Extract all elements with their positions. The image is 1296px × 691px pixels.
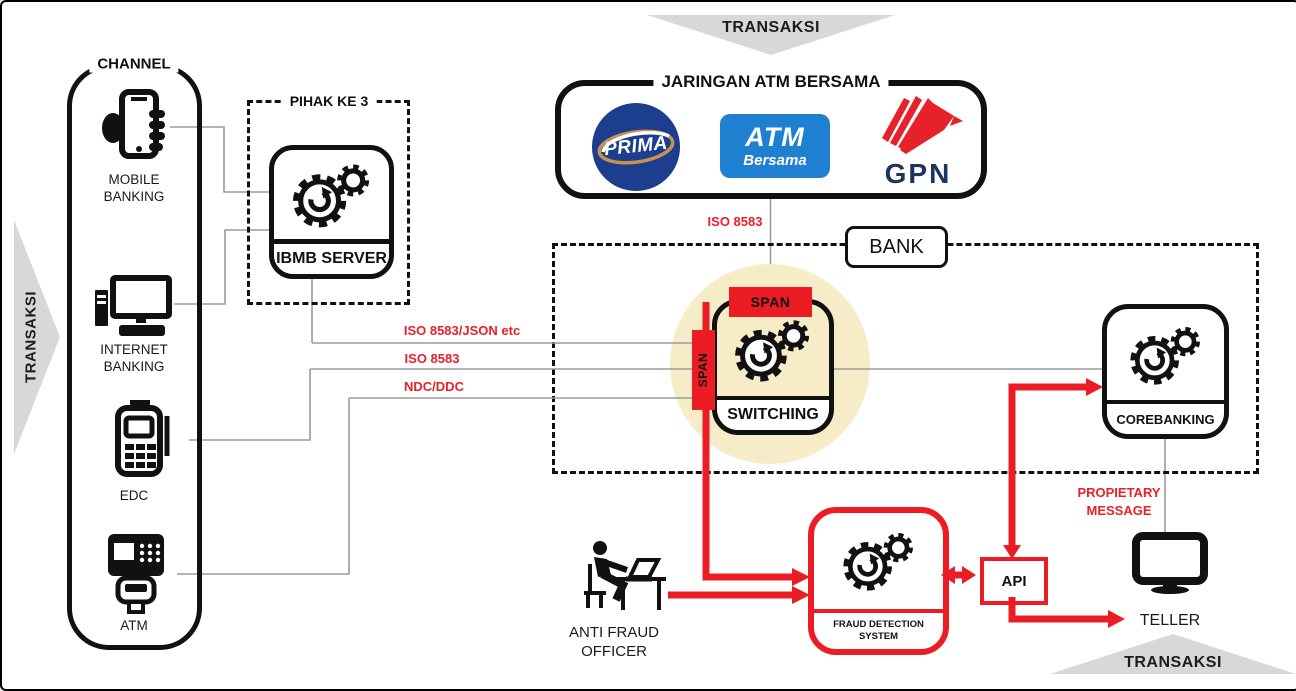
fds-label: FRAUD DETECTION SYSTEM <box>814 609 943 649</box>
span-top-label: SPAN <box>750 294 791 310</box>
line-atm-up <box>177 398 350 575</box>
atm-network-title: JARINGAN ATM BERSAMA <box>653 72 889 92</box>
atm-icon <box>108 534 164 614</box>
bank-title: BANK <box>845 226 948 268</box>
fds-gear-area <box>814 513 943 609</box>
iso8583-top-label: ISO 8583 <box>707 214 763 229</box>
atm-label: ATM <box>120 618 148 633</box>
edc-icon <box>115 400 170 477</box>
arrowhead-into-api-left <box>962 566 976 584</box>
gears-icon <box>1126 323 1206 387</box>
fds-box: FRAUD DETECTION SYSTEM <box>808 507 949 655</box>
atm-bersama-logo: ATM Bersama <box>720 114 830 178</box>
corebanking-label: COREBANKING <box>1107 400 1224 434</box>
ibmb-gear-area <box>274 150 389 239</box>
mobile-banking-label: MOBILE BANKING <box>103 172 165 204</box>
prima-logo: PRIMA <box>591 102 681 192</box>
ibmb-server-label: IBMB SERVER <box>274 239 389 274</box>
gpn-logo: GPN <box>870 94 966 190</box>
transaksi-arrow-left: TRANSAKSI <box>14 220 60 454</box>
switching-label: SWITCHING <box>717 396 829 430</box>
atm-bersama-text-top: ATM <box>745 122 805 152</box>
prima-logo-mark <box>592 103 680 191</box>
teller-label: TELLER <box>1139 612 1201 629</box>
switching-box: SWITCHING <box>712 299 834 435</box>
iso8583-mid-label: ISO 8583 <box>404 351 460 366</box>
transaksi-arrow-top: TRANSAKSI <box>647 15 895 55</box>
transaksi-bottom-label: TRANSAKSI <box>1124 654 1222 671</box>
corebanking-box: COREBANKING <box>1102 304 1229 439</box>
gears-icon <box>839 529 919 593</box>
anti-fraud-officer-label: ANTI FRAUD OFFICER <box>569 624 659 660</box>
third-party-title: PIHAK KE 3 <box>281 93 377 109</box>
transaksi-arrow-bottom: TRANSAKSI <box>1050 634 1296 674</box>
transaksi-left-label: TRANSAKSI <box>22 290 40 384</box>
propietary-message-label: PROPIETARY MESSAGE <box>1077 485 1161 518</box>
ibmb-server-box: IBMB SERVER <box>269 145 394 279</box>
span-box-top: SPAN <box>729 287 812 317</box>
gears-icon <box>289 160 375 230</box>
iso8583-json-label: ISO 8583/JSON etc <box>403 323 521 338</box>
internet-banking-icon <box>95 275 172 336</box>
line-edc-up <box>189 369 311 441</box>
channel-title: CHANNEL <box>89 55 179 73</box>
mobile-banking-icon <box>102 89 165 159</box>
gears-icon <box>731 316 815 384</box>
anti-fraud-officer-icon <box>584 541 666 610</box>
internet-banking-label: INTERNET BANKING <box>100 342 168 374</box>
transaksi-top-label: TRANSAKSI <box>722 19 820 36</box>
span-left-label: SPAN <box>696 352 711 388</box>
atm-bersama-text-bottom: Bersama <box>743 152 807 169</box>
gpn-logo-text: GPN <box>884 158 952 189</box>
teller-icon <box>1132 532 1208 594</box>
switching-gear-area <box>717 304 829 396</box>
api-box: API <box>980 557 1048 605</box>
edc-label: EDC <box>119 488 149 503</box>
span-box-left: SPAN <box>692 330 715 410</box>
ndc-ddc-label: NDC/DDC <box>404 379 464 394</box>
gpn-eagle-icon <box>882 96 963 154</box>
corebanking-gear-area <box>1107 309 1224 400</box>
